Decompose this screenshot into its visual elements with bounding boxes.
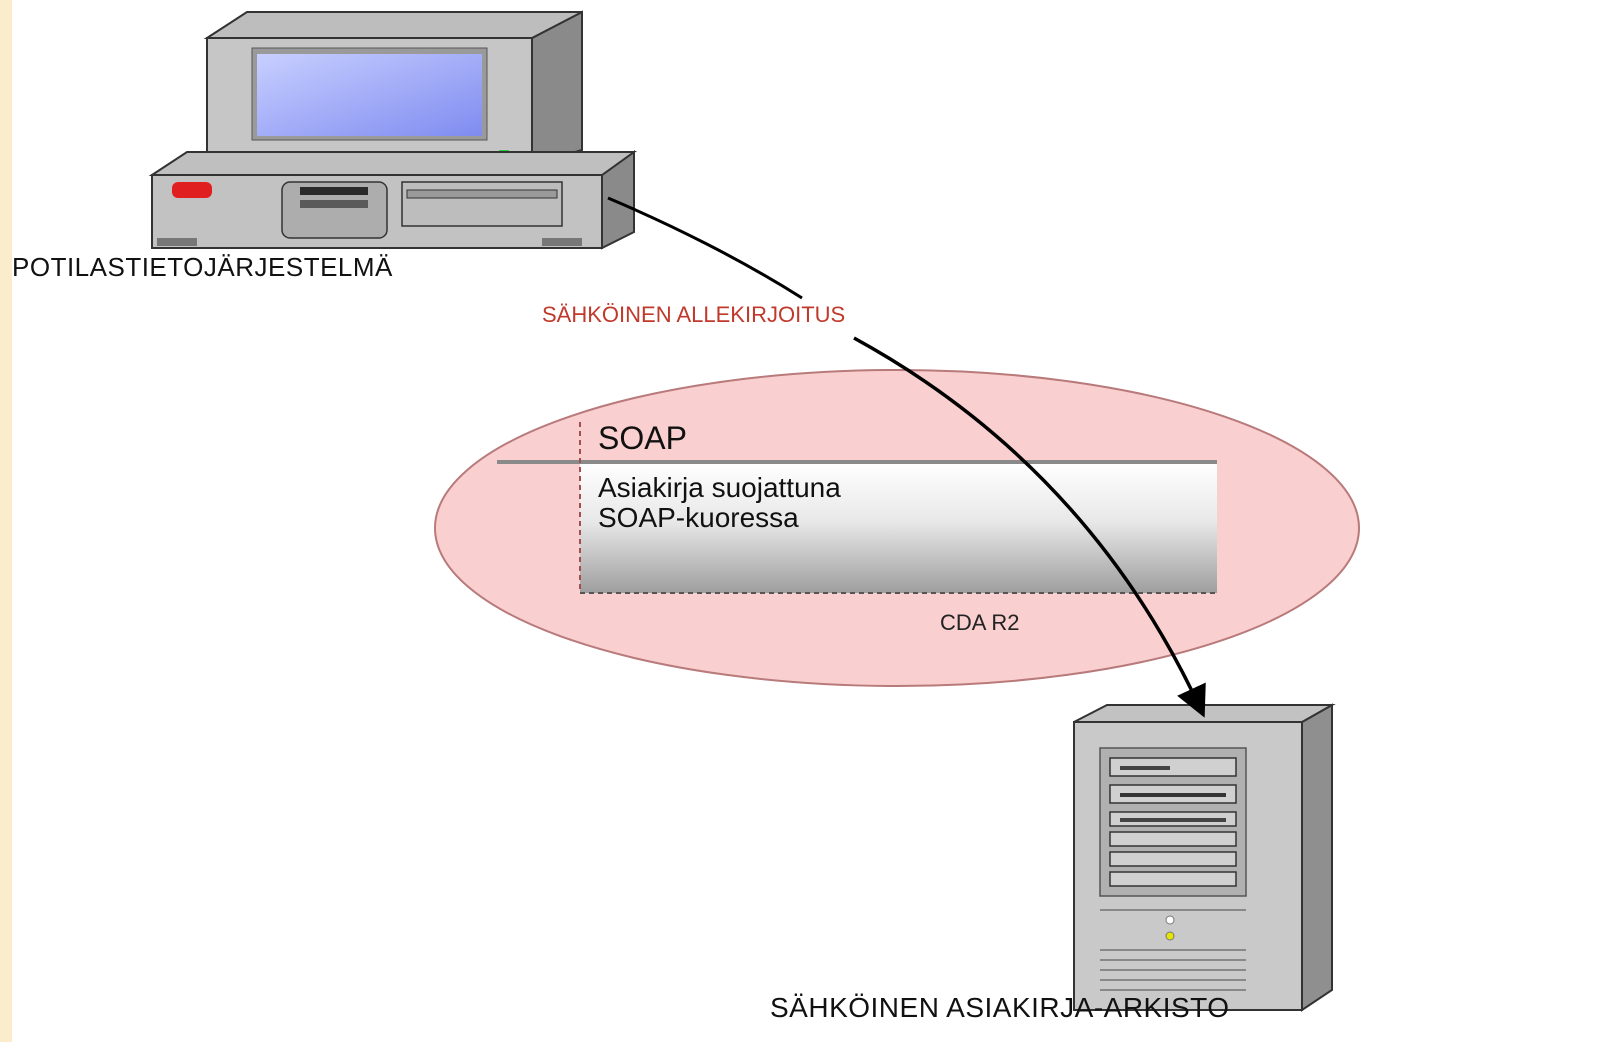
archive-server-label: SÄHKÖINEN ASIAKIRJA-ARKISTO [770, 992, 1230, 1023]
diagram-canvas: POTILASTIETOJÄRJESTELMÄ SÄHKÖINEN ALLEKI… [12, 0, 1601, 1042]
soap-body-line2: SOAP-kuoressa [598, 502, 799, 533]
soap-title: SOAP [598, 420, 687, 456]
soap-body-line1: Asiakirja suojattuna [598, 472, 841, 503]
cda-format-label: CDA R2 [940, 610, 1019, 635]
signature-arrow-upper [607, 196, 803, 300]
signature-arrow-lower [853, 336, 1206, 718]
server-tower-icon [1073, 703, 1336, 1012]
client-system-label: POTILASTIETOJÄRJESTELMÄ [12, 252, 393, 282]
diagram-svg: POTILASTIETOJÄRJESTELMÄ SÄHKÖINEN ALLEKI… [12, 10, 1360, 1023]
signature-label: SÄHKÖINEN ALLEKIRJOITUS [542, 302, 845, 327]
soap-document-box [580, 463, 1217, 593]
desktop-computer-icon [148, 10, 638, 250]
